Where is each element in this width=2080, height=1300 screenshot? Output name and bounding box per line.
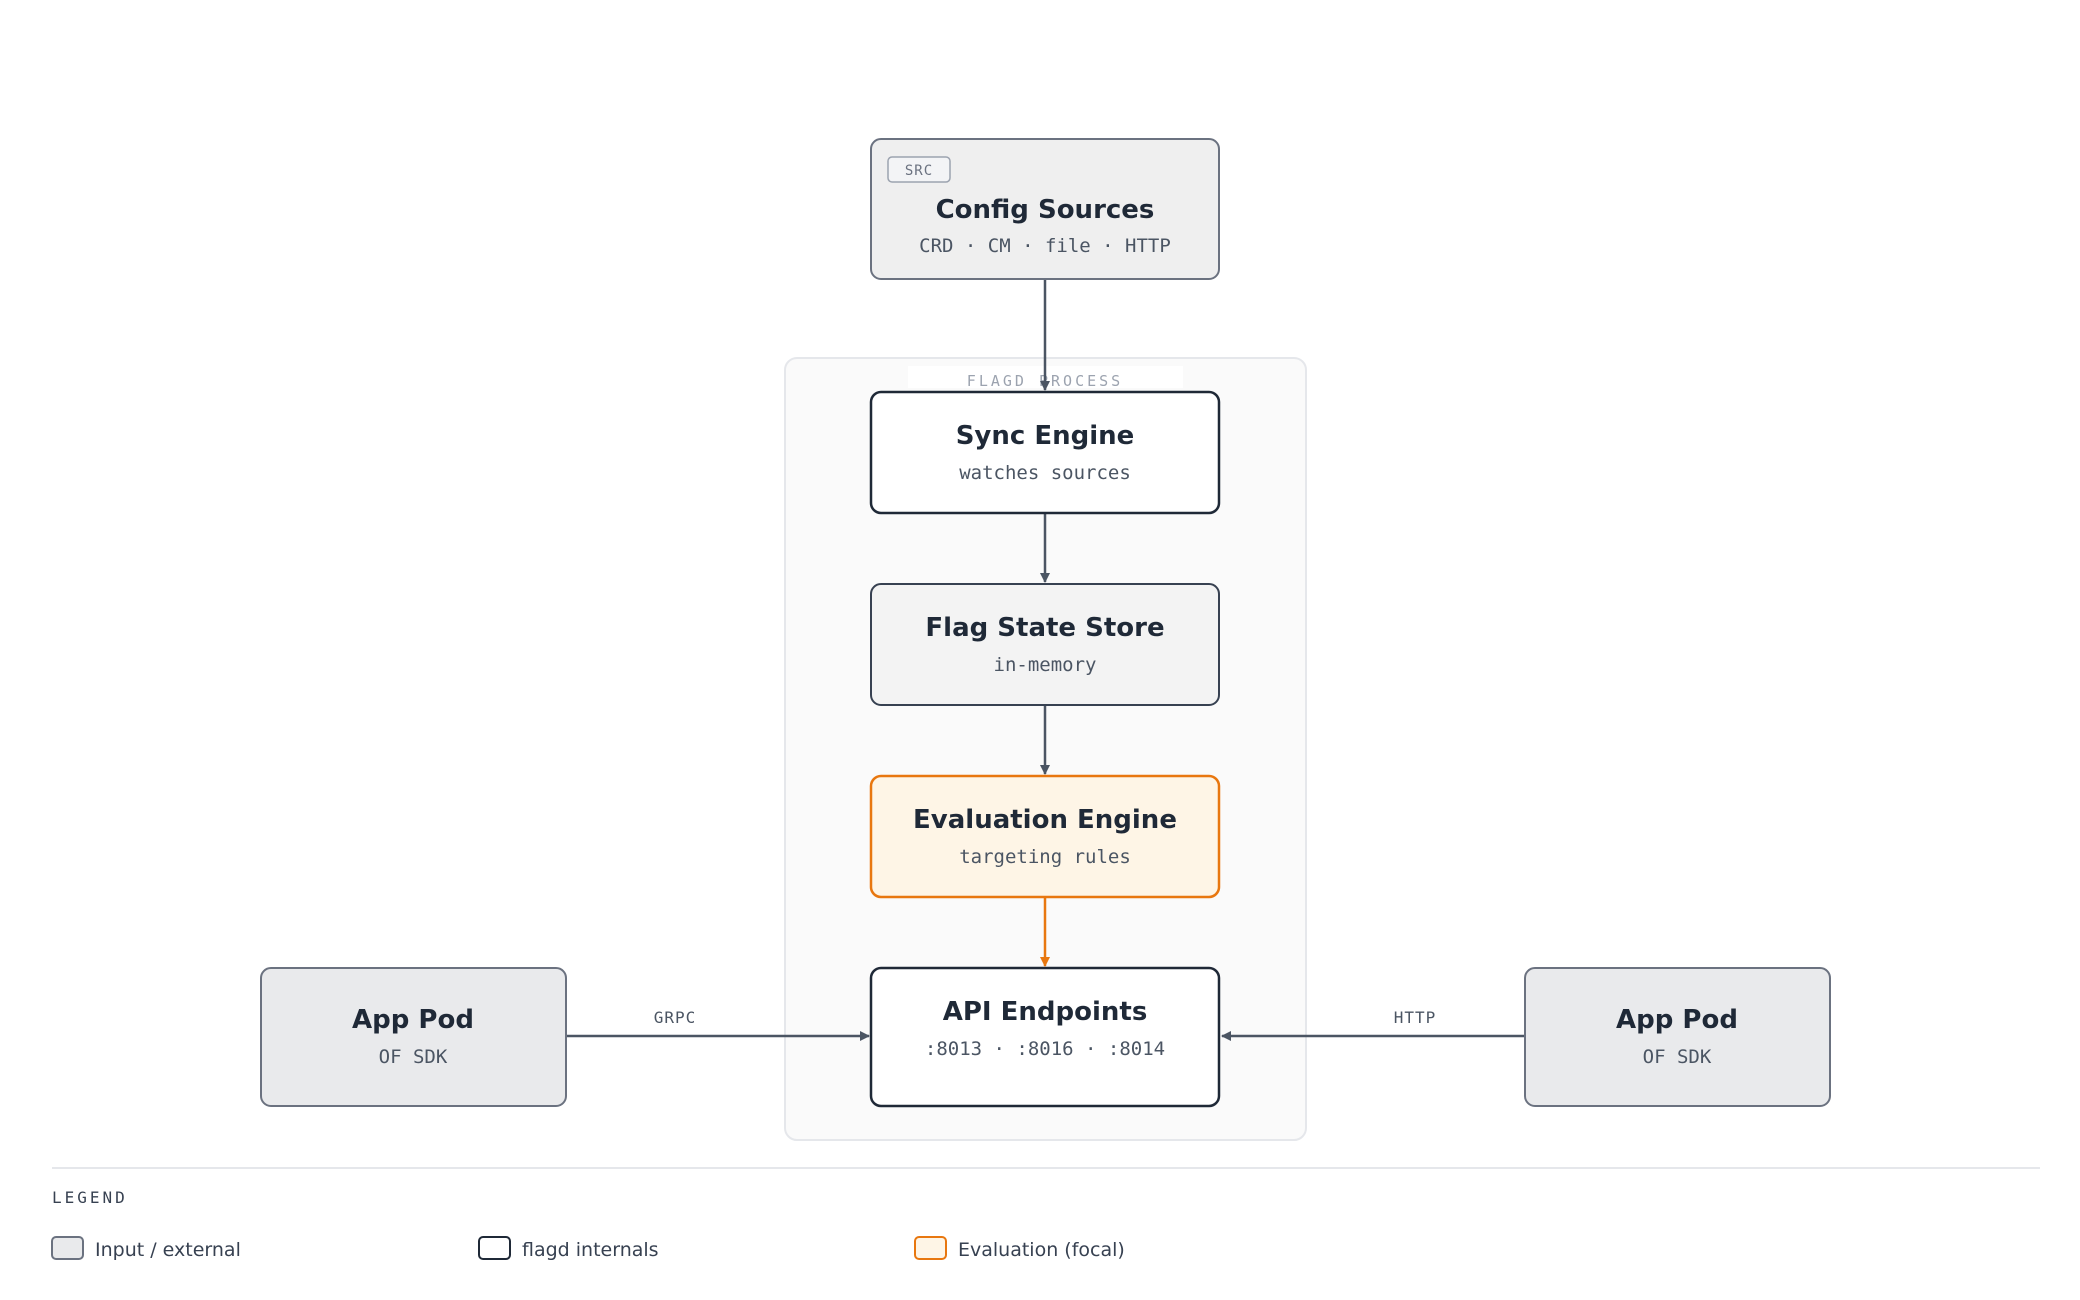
legend-label: Input / external [95,1239,241,1261]
node-api-endpoints[interactable]: API Endpoints :8013 · :8016 · :8014 [869,966,1221,1108]
node-subtitle: CRD · CM · file · HTTP [919,235,1171,257]
src-tag-text: SRC [905,163,933,179]
node-title: API Endpoints [943,997,1148,1027]
legend: LEGEND Input / external flagd internals … [51,1167,2040,1261]
node-title: App Pod [352,1005,474,1035]
legend-label: flagd internals [522,1239,659,1261]
src-tag [887,156,951,183]
node-subtitle: watches sources [959,462,1131,484]
node-title: App Pod [1616,1005,1738,1035]
legend-item-input: Input / external [51,1236,241,1261]
node-subtitle: in-memory [994,654,1097,676]
edges: GRPC HTTP [567,279,1525,1041]
legend-label: Evaluation (focal) [958,1239,1125,1261]
node-config-sources[interactable]: SRC Config Sources CRD · CM · file · HTT… [870,138,1220,280]
node-app-pod-left[interactable]: App Pod OF SDK [260,967,567,1107]
node-title: Config Sources [936,195,1155,225]
edge-label-http: HTTP [1394,1008,1437,1027]
node-sync-engine[interactable]: Sync Engine watches sources [869,390,1221,515]
legend-title: LEGEND [52,1188,128,1207]
node-title: Evaluation Engine [913,805,1177,835]
node-subtitle: :8013 · :8016 · :8014 [925,1038,1165,1060]
legend-item-internal: flagd internals [478,1236,659,1261]
node-app-pod-right[interactable]: App Pod OF SDK [1524,967,1831,1107]
node-subtitle: OF SDK [1643,1046,1712,1068]
node-title: Sync Engine [956,421,1135,451]
legend-item-focal: Evaluation (focal) [914,1236,1125,1261]
edge-label-grpc: GRPC [654,1008,697,1027]
legend-swatch [51,1236,84,1260]
node-evaluation-engine[interactable]: Evaluation Engine targeting rules [869,774,1221,899]
node-title: Flag State Store [925,613,1164,643]
node-flag-state-store[interactable]: Flag State Store in-memory [870,583,1220,706]
legend-swatch [478,1236,511,1260]
node-subtitle: targeting rules [959,846,1131,868]
legend-swatch [914,1236,947,1260]
node-subtitle: OF SDK [379,1046,448,1068]
